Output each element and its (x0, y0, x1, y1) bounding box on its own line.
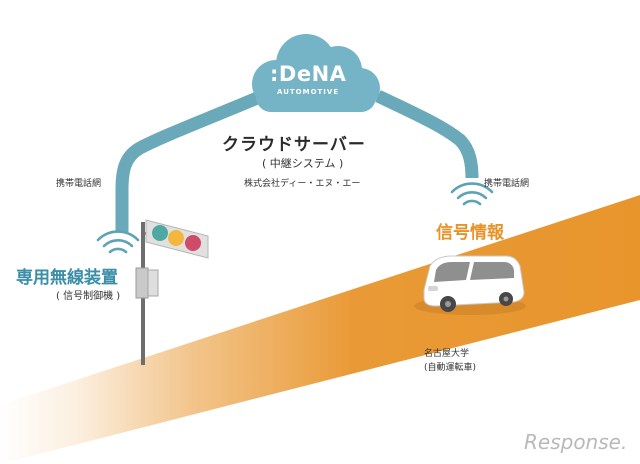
network-label-right: 携帯電話網 (484, 179, 530, 189)
link-cloud-to-vehicle (375, 90, 479, 179)
road (0, 195, 640, 464)
vehicle-org-label: 名古屋大学 (424, 349, 470, 359)
vehicle-type-label: (自動運転車) (424, 363, 477, 373)
cloud-icon (252, 34, 380, 112)
cloud-server-title: クラウドサーバー (222, 135, 366, 155)
device-title: 専用無線装置 (16, 268, 118, 288)
van-icon (414, 255, 526, 315)
dena-logo: :DeNA (270, 62, 347, 86)
cloud-server-subtitle: ( 中継システム ) (262, 157, 344, 170)
link-cloud-to-device (115, 90, 265, 232)
device-subtitle: ( 信号制御機 ) (56, 291, 121, 302)
traffic-light-icon (135, 219, 209, 365)
wifi-icon-device (96, 230, 140, 254)
company-name: 株式会社ディー・エヌ・エー (244, 179, 361, 189)
response-watermark: Response. (524, 430, 628, 454)
wifi-icon-vehicle (450, 182, 494, 206)
network-label-left: 携帯電話網 (56, 179, 102, 189)
dena-logo-tagline: AUTOMOTIVE (277, 88, 340, 96)
signal-info-label: 信号情報 (436, 223, 504, 243)
